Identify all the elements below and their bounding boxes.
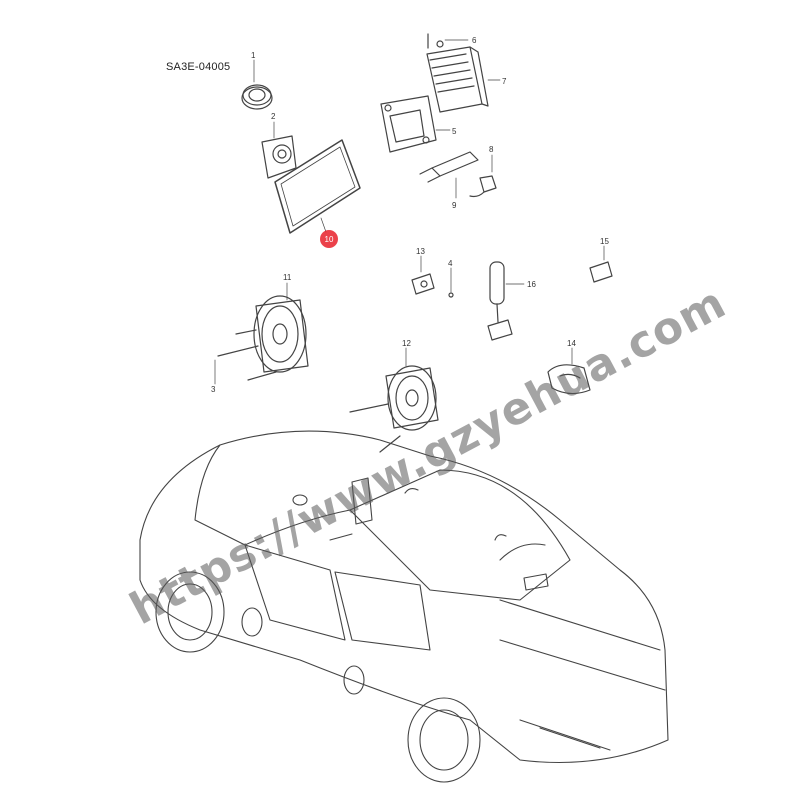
callout-8: 8	[489, 145, 494, 154]
part-antenna-16	[487, 261, 525, 341]
callout-13: 13	[416, 247, 425, 256]
part-display-screen	[274, 139, 361, 234]
callout-labels: 1 2 3 4 5 6 7 8 9 11 12 13 14 15 16	[211, 36, 609, 394]
part-connector-8	[469, 154, 497, 198]
vehicle-outline	[139, 430, 669, 783]
callout-1: 1	[251, 51, 256, 60]
callout-7: 7	[502, 77, 507, 86]
callout-5: 5	[452, 127, 457, 136]
part-speaker-12	[349, 347, 439, 453]
callout-4: 4	[448, 259, 453, 268]
part-connector-15	[589, 245, 613, 283]
highlighted-callout-10: 10	[320, 230, 338, 248]
part-frame-bracket	[380, 95, 451, 153]
part-bracket	[261, 121, 297, 179]
callout-12: 12	[402, 339, 411, 348]
callout-10: 10	[325, 235, 334, 244]
part-bracket-14	[547, 347, 591, 395]
callout-16: 16	[527, 280, 536, 289]
callout-15: 15	[600, 237, 609, 246]
callout-9: 9	[452, 201, 457, 210]
callout-11: 11	[283, 273, 292, 282]
part-sensor-13	[411, 255, 454, 298]
callout-14: 14	[567, 339, 576, 348]
callout-2: 2	[271, 112, 276, 121]
diagram-code: SA3E-04005	[166, 61, 231, 73]
part-amplifier	[426, 33, 501, 113]
part-module-9	[419, 151, 479, 199]
callout-6: 6	[472, 36, 477, 45]
part-speaker-11	[214, 282, 309, 385]
callout-3: 3	[211, 385, 216, 394]
part-tweeter	[241, 59, 273, 110]
